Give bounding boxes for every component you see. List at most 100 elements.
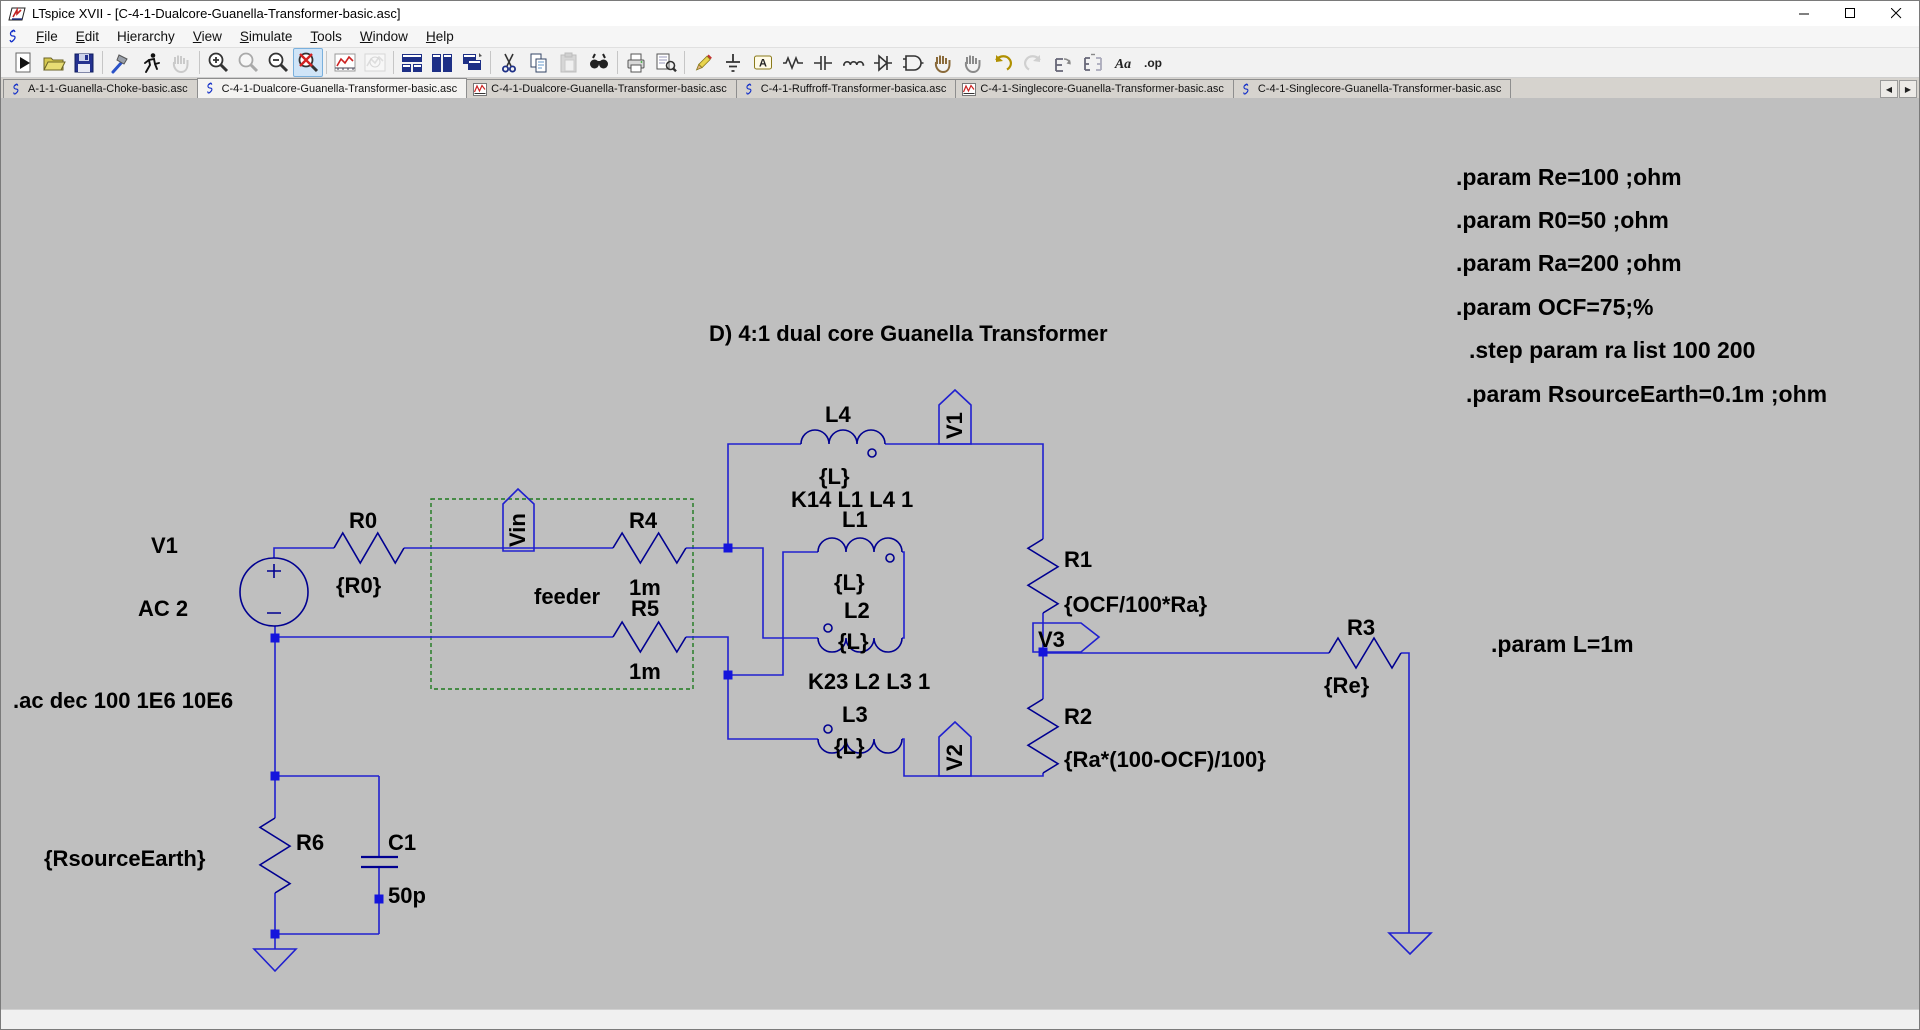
wire[interactable]: [885, 443, 1044, 539]
label-r6[interactable]: R6: [296, 830, 324, 855]
menu-edit[interactable]: Edit: [75, 29, 100, 44]
text-button[interactable]: Aa: [1108, 48, 1138, 77]
label-r1[interactable]: R1: [1064, 547, 1092, 572]
flag-text-v3[interactable]: V3: [1038, 627, 1065, 652]
spice-directive-line[interactable]: .param R0=50 ;ohm: [1456, 207, 1669, 233]
tab-3[interactable]: C-4-1-Dualcore-Guanella-Transformer-basi…: [466, 79, 737, 98]
net-flag-v1[interactable]: [938, 388, 972, 445]
inductor-l2[interactable]: [817, 637, 903, 653]
coupling-k23[interactable]: K23 L2 L3 1: [808, 669, 930, 694]
wire[interactable]: [686, 547, 818, 639]
find-button[interactable]: [584, 48, 614, 77]
spice-directive-line[interactable]: .param RsourceEarth=0.1m ;ohm: [1466, 381, 1828, 407]
spice-directive-line[interactable]: .param Re=100 ;ohm: [1456, 164, 1682, 190]
print-button[interactable]: [621, 48, 651, 77]
tile-vertical-button[interactable]: [427, 48, 457, 77]
wires[interactable]: [273, 443, 1410, 949]
spice-directive-line[interactable]: .param Ra=200 ;ohm: [1456, 250, 1682, 276]
value-r3[interactable]: {Re}: [1324, 673, 1370, 698]
inductor-l4[interactable]: [800, 429, 886, 445]
directive-ac[interactable]: .ac dec 100 1E6 10E6: [13, 688, 233, 713]
coupling-k14[interactable]: K14 L1 L4 1: [791, 487, 913, 512]
ground-symbol[interactable]: [1387, 932, 1433, 956]
zoom-full-extents-button[interactable]: [293, 48, 323, 77]
move-button[interactable]: [928, 48, 958, 77]
flag-text-v1[interactable]: V1: [942, 412, 967, 439]
wire[interactable]: [273, 547, 334, 558]
net-flag-vin[interactable]: [502, 487, 535, 552]
control-panel-button[interactable]: [106, 48, 136, 77]
inductor-l3[interactable]: [817, 738, 903, 754]
value-v1[interactable]: AC 2: [138, 596, 188, 621]
tab-6[interactable]: C-4-1-Singlecore-Guanella-Transformer-ba…: [1232, 79, 1512, 98]
menu-tools[interactable]: Tools: [310, 29, 342, 44]
resistor-r5[interactable]: [612, 620, 687, 654]
cut-button[interactable]: [494, 48, 524, 77]
inductor-l1[interactable]: [817, 537, 903, 553]
place-ground-button[interactable]: [718, 48, 748, 77]
tab-scroll-left-button[interactable]: ◀: [1880, 80, 1898, 98]
tab-scroll-right-button[interactable]: ▶: [1899, 80, 1917, 98]
tile-horizontal-button[interactable]: [397, 48, 427, 77]
menu-help[interactable]: Help: [425, 29, 454, 44]
value-l1[interactable]: {L}: [834, 570, 865, 595]
resistor-r0[interactable]: [333, 531, 405, 565]
value-l2[interactable]: {L}: [838, 629, 869, 654]
resistor-r4[interactable]: [612, 531, 687, 565]
cascade-windows-button[interactable]: [457, 48, 487, 77]
draw-wire-button[interactable]: [688, 48, 718, 77]
wire[interactable]: [728, 551, 818, 676]
components[interactable]: [239, 429, 1402, 894]
flag-text-v2[interactable]: V2: [942, 744, 967, 771]
voltage-source-v1[interactable]: [239, 557, 309, 627]
mirror-button[interactable]: [1078, 48, 1108, 77]
drag-button[interactable]: [958, 48, 988, 77]
place-diode-button[interactable]: [868, 48, 898, 77]
wire[interactable]: [902, 551, 905, 639]
value-c1[interactable]: 50p: [388, 883, 426, 908]
label-l1[interactable]: L1: [842, 507, 868, 532]
autorange-waveform-button[interactable]: [330, 48, 360, 77]
menu-window[interactable]: Window: [359, 29, 408, 44]
minimize-button[interactable]: [1781, 1, 1827, 26]
wire[interactable]: [902, 738, 1044, 777]
resistor-r3[interactable]: [1328, 636, 1402, 670]
value-l4[interactable]: {L}: [819, 464, 850, 489]
directive-param-l[interactable]: .param L=1m: [1491, 631, 1634, 657]
open-button[interactable]: [39, 48, 69, 77]
tab-5[interactable]: C-4-1-Singlecore-Guanella-Transformer-ba…: [955, 79, 1234, 98]
resistor-r1[interactable]: [1026, 538, 1060, 614]
place-label-button[interactable]: A: [748, 48, 778, 77]
resistor-r2[interactable]: [1026, 698, 1060, 774]
schematic-canvas[interactable]: V1 AC 2 R0 {R0} R4 1m R5 1m feeder L4 {L…: [1, 98, 1919, 1009]
schematic-title[interactable]: D) 4:1 dual core Guanella Transformer: [709, 321, 1108, 346]
spice-directive-line[interactable]: .step param ra list 100 200: [1469, 337, 1756, 363]
label-r0[interactable]: R0: [349, 508, 377, 533]
feeder-box[interactable]: [430, 498, 694, 690]
label-c1[interactable]: C1: [388, 830, 416, 855]
zoom-out-button[interactable]: [263, 48, 293, 77]
label-l3[interactable]: L3: [842, 702, 868, 727]
value-r1[interactable]: {OCF/100*Ra}: [1064, 592, 1208, 617]
value-r5[interactable]: 1m: [629, 659, 661, 684]
print-preview-button[interactable]: [651, 48, 681, 77]
wire[interactable]: [1401, 652, 1410, 933]
label-l2[interactable]: L2: [844, 598, 870, 623]
label-r3[interactable]: R3: [1347, 615, 1375, 640]
zoom-in-button[interactable]: [203, 48, 233, 77]
value-r4[interactable]: 1m: [629, 575, 661, 600]
label-r5[interactable]: R5: [631, 596, 659, 621]
copy-button[interactable]: [524, 48, 554, 77]
tab-4[interactable]: C-4-1-Ruffroff-Transformer-basica.asc: [735, 79, 957, 98]
place-inductor-button[interactable]: [838, 48, 868, 77]
capacitor-c1[interactable]: [361, 855, 398, 869]
value-r6[interactable]: {RsourceEarth}: [44, 846, 206, 871]
wire[interactable]: [727, 443, 801, 548]
menu-simulate[interactable]: Simulate: [239, 29, 293, 44]
wire[interactable]: [686, 636, 818, 740]
close-button[interactable]: [1873, 1, 1919, 26]
flag-text-vin[interactable]: Vin: [505, 513, 530, 547]
menu-hierarchy[interactable]: Hierarchy: [117, 29, 175, 44]
menu-file[interactable]: File: [36, 29, 58, 44]
spice-directive-button[interactable]: .op: [1138, 48, 1168, 77]
